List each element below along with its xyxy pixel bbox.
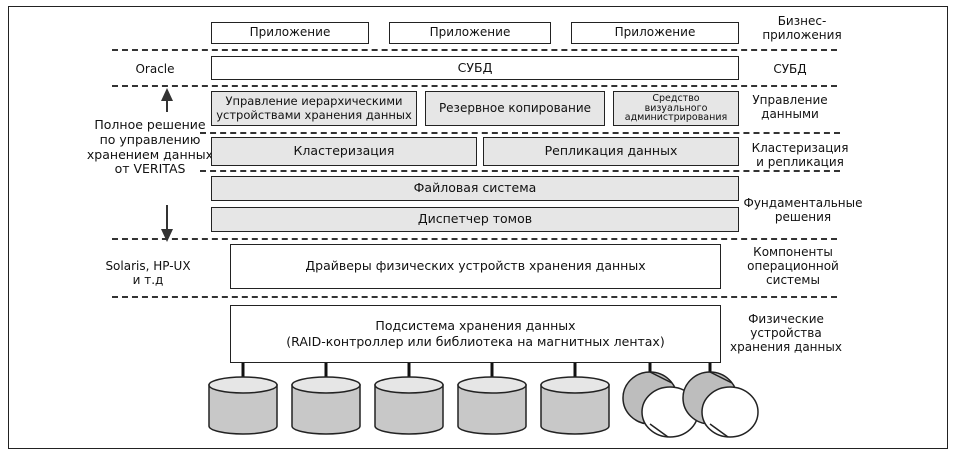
application-box: Приложение xyxy=(211,22,369,44)
separator-os-physical xyxy=(112,296,837,298)
separator-apps-dbms xyxy=(112,49,837,51)
dbms-box: СУБД xyxy=(211,56,739,80)
separator-clustering-fundamental xyxy=(200,170,840,172)
volume-manager-box: Диспетчер томов xyxy=(211,207,739,232)
label-veritas-solution: Полное решение по управлению хранением д… xyxy=(86,117,214,177)
backup-box: Резервное копирование xyxy=(425,91,605,126)
application-box: Приложение xyxy=(389,22,551,44)
label-dbms: СУБД xyxy=(773,62,807,76)
label-business-apps: Бизнес-приложения xyxy=(762,14,842,43)
storage-subsystem-box: Подсистема хранения данных (RAID-контрол… xyxy=(230,305,721,363)
label-os-list: Solaris, HP-UX и т.д xyxy=(105,259,191,288)
storage-subsystem-title: Подсистема хранения данных xyxy=(375,317,576,333)
separator-dbms-management xyxy=(112,85,837,87)
label-os-components: Компоненты операционной системы xyxy=(747,245,839,288)
disk-drive-icon xyxy=(457,363,527,435)
visual-admin-box: Средство визуального администрирования xyxy=(613,91,739,126)
label-oracle: Oracle xyxy=(135,62,175,76)
file-system-box: Файловая система xyxy=(211,176,739,201)
tape-drive-icon xyxy=(682,363,759,438)
label-data-management: Управление данными xyxy=(752,93,828,122)
clustering-box: Кластеризация xyxy=(211,137,477,166)
separator-management-clustering xyxy=(200,132,840,134)
diagram-frame xyxy=(8,6,948,449)
disk-drive-icon xyxy=(208,363,278,435)
disk-drive-icon xyxy=(291,363,361,435)
replication-box: Репликация данных xyxy=(483,137,739,166)
disk-drive-icon xyxy=(540,363,610,435)
drivers-box: Драйверы физических устройств хранения д… xyxy=(230,244,721,289)
storage-devices xyxy=(208,363,759,438)
label-clustering-replication: Кластеризация и репликация xyxy=(751,141,849,170)
hierarchical-storage-box: Управление иерархическими устройствами х… xyxy=(211,91,417,126)
application-box: Приложение xyxy=(571,22,739,44)
disk-drive-icon xyxy=(374,363,444,435)
separator-fundamental-os xyxy=(112,238,837,240)
label-physical-devices: Физические устройства хранения данных xyxy=(730,312,842,355)
label-fundamental-solutions: Фундаментальные решения xyxy=(743,196,863,225)
storage-subsystem-subtitle: (RAID-контроллер или библиотека на магни… xyxy=(286,334,665,349)
veritas-span-arrow xyxy=(161,88,173,242)
